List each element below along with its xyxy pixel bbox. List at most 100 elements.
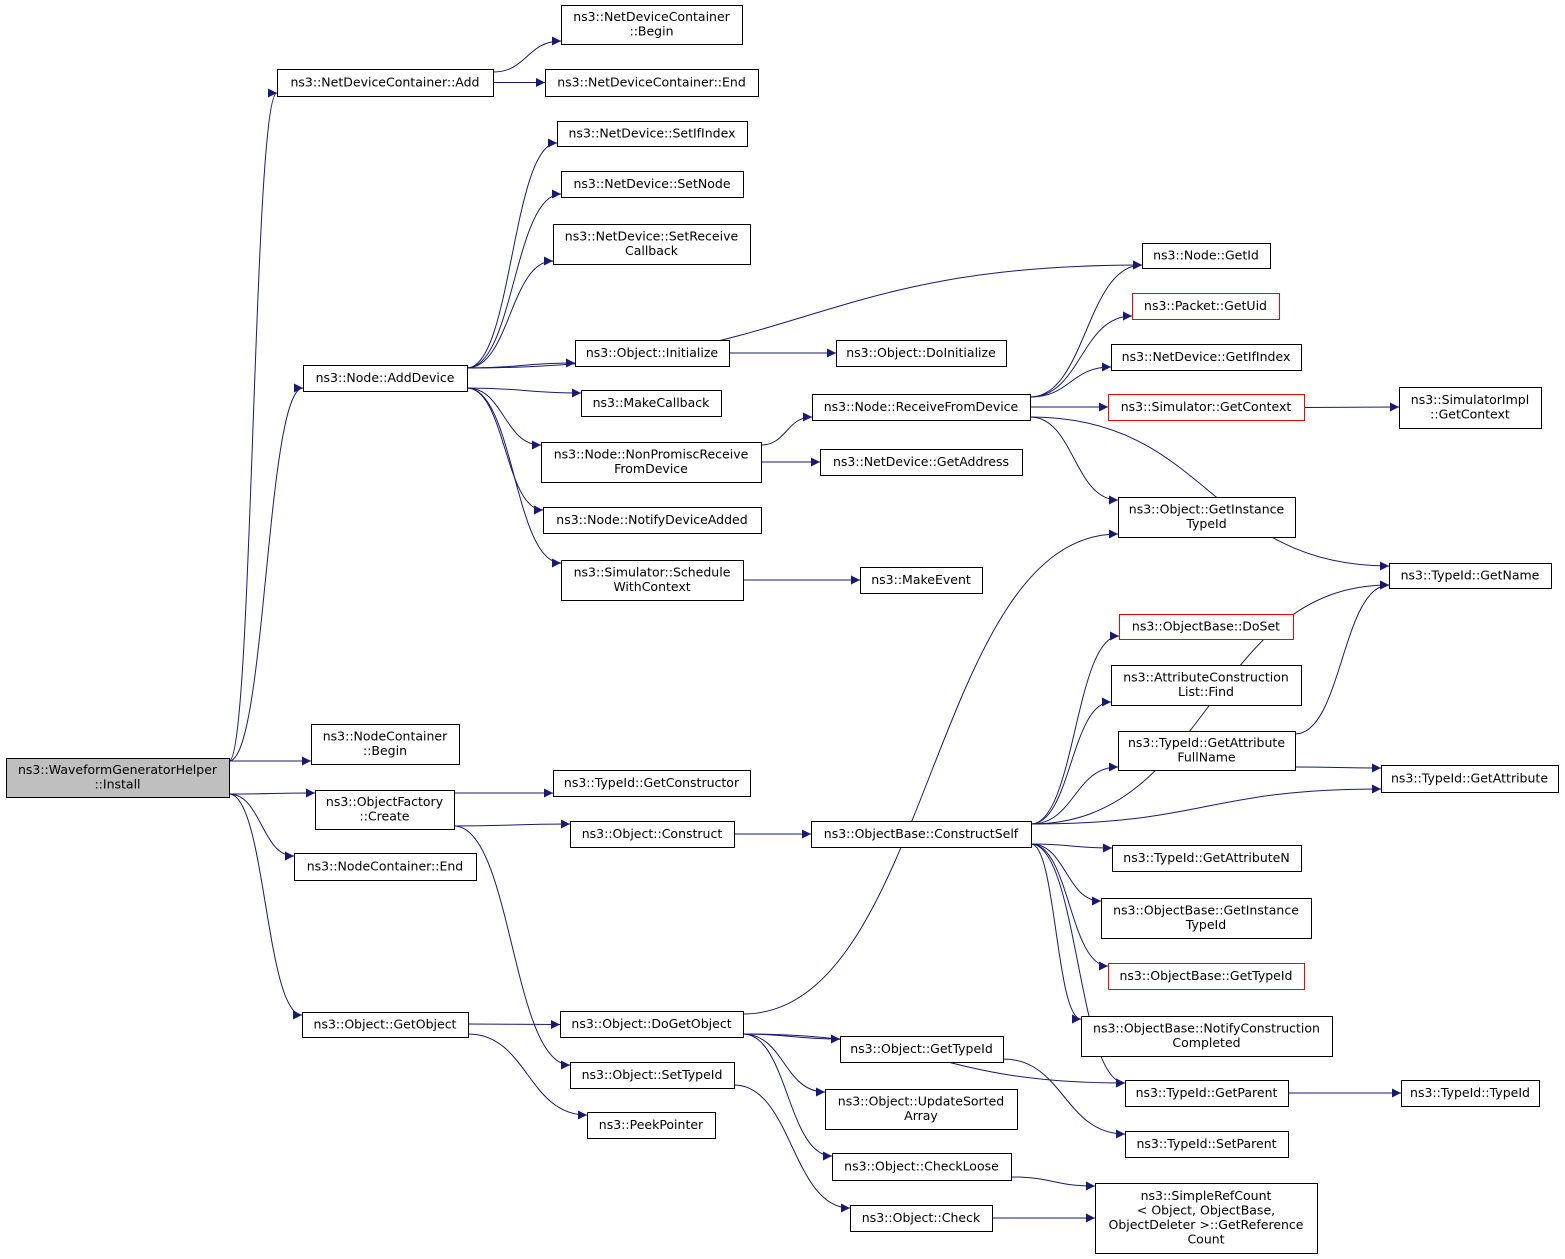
node-label: ns3::SimpleRefCount <box>1141 1188 1272 1203</box>
node-obj-set-tid[interactable]: ns3::Object::SetTypeId <box>570 1062 735 1089</box>
node-box <box>832 1153 1012 1181</box>
node-box <box>1132 293 1280 320</box>
node-tid-attr-n[interactable]: ns3::TypeId::GetAttributeN <box>1112 845 1302 872</box>
node-obj-do-init[interactable]: ns3::Object::DoInitialize <box>836 340 1007 367</box>
node-nc-end[interactable]: ns3::NodeContainer::End <box>294 853 477 881</box>
edge-ob-construct-self-to-tid-attr <box>1030 784 1382 825</box>
edge-obj-do-get-to-obj-upd-sorted <box>742 1033 826 1097</box>
edge-obj-set-tid-to-obj-check <box>733 1084 851 1213</box>
node-label: ns3::Object::UpdateSorted <box>838 1094 1004 1109</box>
node-nd-get-addr[interactable]: ns3::NetDevice::GetAddress <box>820 449 1023 476</box>
node-label: ns3::Object::DoInitialize <box>846 345 996 360</box>
node-ob-do-set[interactable]: ns3::ObjectBase::DoSet <box>1119 614 1294 640</box>
node-src-get-ref[interactable]: ns3::SimpleRefCount< Object, ObjectBase,… <box>1095 1183 1318 1254</box>
node-node-add[interactable]: ns3::Node::AddDevice <box>303 365 468 392</box>
node-box <box>850 1205 993 1232</box>
node-make-cb[interactable]: ns3::MakeCallback <box>581 390 722 417</box>
node-install: ns3::WaveformGeneratorHelper::Install <box>6 758 230 798</box>
node-node-get-id[interactable]: ns3::Node::GetId <box>1142 243 1271 269</box>
node-obj-get-object[interactable]: ns3::Object::GetObject <box>302 1012 469 1038</box>
node-tid-ctor[interactable]: ns3::TypeId::GetConstructor <box>553 770 751 797</box>
node-box <box>1142 243 1271 269</box>
node-obj-check-loose[interactable]: ns3::Object::CheckLoose <box>832 1153 1012 1181</box>
edge-tid-attr-full-to-tid-attr <box>1294 763 1382 773</box>
node-label: ns3::ObjectBase::GetInstance <box>1113 903 1299 918</box>
node-obj-do-get[interactable]: ns3::Object::DoGetObject <box>560 1011 744 1038</box>
node-obj-init[interactable]: ns3::Object::Initialize <box>575 340 730 367</box>
node-sim-ctx[interactable]: ns3::Simulator::GetContext <box>1108 394 1305 421</box>
node-box <box>553 224 751 265</box>
node-box <box>1125 1080 1289 1107</box>
node-obj-get-tid[interactable]: ns3::Object::GetTypeId <box>840 1036 1004 1063</box>
node-label: Array <box>904 1108 938 1123</box>
node-ndc-end[interactable]: ns3::NetDeviceContainer::End <box>545 69 759 97</box>
node-label: ns3::Object::Check <box>862 1210 981 1225</box>
node-ob-notify-cons[interactable]: ns3::ObjectBase::NotifyConstructionCompl… <box>1081 1016 1333 1057</box>
node-box <box>561 560 744 601</box>
node-label: ns3::NetDevice::SetReceive <box>565 229 739 244</box>
node-label: ns3::ObjectBase::DoSet <box>1132 618 1280 633</box>
node-obj-construct[interactable]: ns3::Object::Construct <box>570 821 735 848</box>
node-peek-ptr[interactable]: ns3::PeekPointer <box>587 1112 716 1139</box>
edge-install-to-ndc-add <box>228 88 278 762</box>
node-label: List::Find <box>1178 684 1234 699</box>
node-box <box>277 69 494 97</box>
node-obj-check[interactable]: ns3::Object::Check <box>850 1205 993 1232</box>
edge-node-non-prom-to-node-recv <box>760 412 813 446</box>
node-node-recv[interactable]: ns3::Node::ReceiveFromDevice <box>812 394 1031 421</box>
node-tid-set-parent[interactable]: ns3::TypeId::SetParent <box>1125 1131 1289 1158</box>
node-label: ns3::Packet::GetUid <box>1144 298 1267 313</box>
node-ob-get-tid[interactable]: ns3::ObjectBase::GetTypeId <box>1108 963 1305 990</box>
node-box <box>303 365 468 392</box>
edge-ob-construct-self-to-tid-attr-n <box>1030 843 1113 853</box>
node-node-notify[interactable]: ns3::Node::NotifyDeviceAdded <box>543 507 762 534</box>
node-nd-get-if[interactable]: ns3::NetDevice::GetIfIndex <box>1111 344 1302 371</box>
node-tid-type-id[interactable]: ns3::TypeId::TypeId <box>1401 1080 1540 1107</box>
edge-obj-do-get-to-obj-get-inst <box>742 529 1119 1015</box>
node-box <box>825 1089 1018 1130</box>
edge-node-recv-to-node-get-id <box>1029 260 1143 398</box>
node-box <box>1399 387 1542 429</box>
node-label: FromDevice <box>614 461 688 476</box>
node-tid-get-parent[interactable]: ns3::TypeId::GetParent <box>1125 1080 1289 1107</box>
edge-node-add-to-obj-init <box>466 358 576 369</box>
node-ndc-begin[interactable]: ns3::NetDeviceContainer::Begin <box>561 5 743 45</box>
node-tid-attr[interactable]: ns3::TypeId::GetAttribute <box>1381 765 1559 793</box>
node-sim-impl-ctx[interactable]: ns3::SimulatorImpl::GetContext <box>1399 387 1542 429</box>
node-box <box>1111 344 1302 371</box>
node-label: Completed <box>1172 1035 1240 1050</box>
node-label: ns3::NodeContainer::End <box>307 858 463 873</box>
node-box <box>541 442 762 483</box>
node-label: ns3::TypeId::GetAttribute <box>1391 770 1548 785</box>
node-box <box>587 1112 716 1139</box>
node-label: ns3::NetDevice::GetAddress <box>833 454 1009 469</box>
node-pkt-uid[interactable]: ns3::Packet::GetUid <box>1132 293 1280 320</box>
node-box <box>1389 563 1552 589</box>
node-ndc-add[interactable]: ns3::NetDeviceContainer::Add <box>277 69 494 97</box>
node-make-event[interactable]: ns3::MakeEvent <box>860 567 983 594</box>
node-label: ns3::Node::NonPromiscReceive <box>554 447 749 462</box>
node-box <box>1119 614 1294 640</box>
edge-install-to-nc-end <box>228 793 295 861</box>
edge-node-recv-to-pkt-uid <box>1029 311 1133 398</box>
node-nc-begin[interactable]: ns3::NodeContainer::Begin <box>311 724 460 765</box>
node-tid-get-name[interactable]: ns3::TypeId::GetName <box>1389 563 1552 589</box>
node-nd-set-node[interactable]: ns3::NetDevice::SetNode <box>561 171 744 198</box>
node-of-create[interactable]: ns3::ObjectFactory::Create <box>315 790 455 830</box>
node-label: ns3::TypeId::GetAttributeN <box>1123 850 1289 865</box>
node-box <box>561 171 744 198</box>
node-ob-construct-self[interactable]: ns3::ObjectBase::ConstructSelf <box>811 821 1032 848</box>
node-label: ns3::TypeId::SetParent <box>1136 1136 1276 1151</box>
node-nd-set-if[interactable]: ns3::NetDevice::SetIfIndex <box>557 121 748 147</box>
edge-node-add-to-nd-set-recv <box>466 256 554 369</box>
node-label: ns3::ObjectFactory <box>326 794 444 809</box>
edge-ob-construct-self-to-ob-get-inst <box>1030 843 1102 906</box>
